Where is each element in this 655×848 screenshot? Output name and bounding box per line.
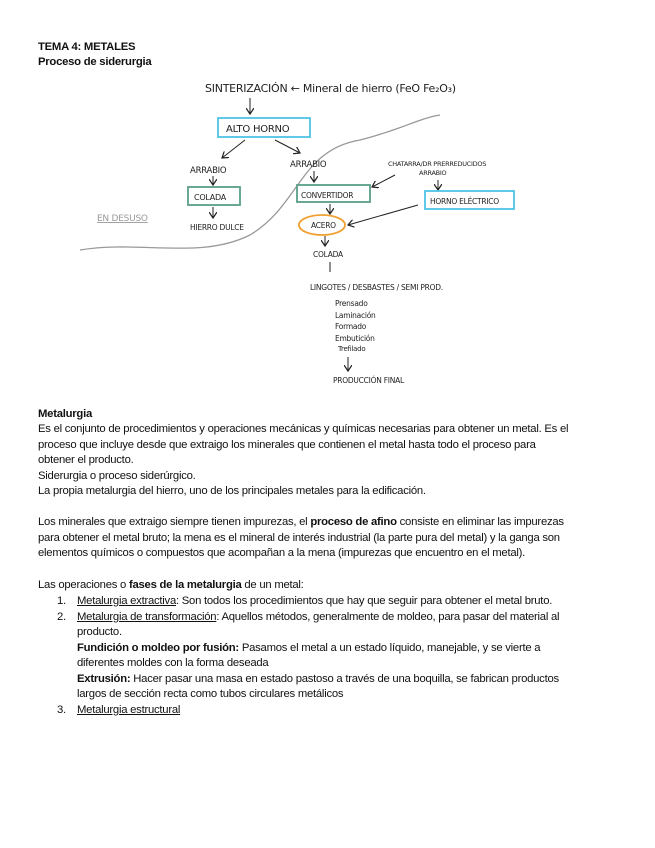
- paragraph-line: Es el conjunto de procedimientos y opera…: [38, 423, 569, 435]
- svg-text:ARRABIO: ARRABIO: [419, 169, 447, 177]
- paragraph-line: elementos químicos o compuestos que acom…: [38, 547, 526, 559]
- paragraph-line: para obtener el metal bruto; la mena es …: [38, 532, 560, 544]
- svg-text:ACERO: ACERO: [311, 221, 336, 230]
- horno-electrico-box: [424, 190, 515, 210]
- list-item-continuation: producto.: [77, 626, 122, 638]
- doc-subtitle: Proceso de siderurgia: [38, 56, 152, 68]
- svg-text:HORNO ELÉCTRICO: HORNO ELÉCTRICO: [430, 197, 499, 206]
- acero-ellipse: [298, 214, 346, 236]
- svg-text:HIERRO DULCE: HIERRO DULCE: [190, 223, 244, 232]
- paragraph-line: La propia metalurgia del hierro, uno de …: [38, 485, 426, 497]
- afino-line: Los minerales que extraigo siempre tiene…: [38, 516, 564, 528]
- metalurgia-heading: Metalurgia: [38, 408, 92, 420]
- svg-text:Prensado: Prensado: [335, 299, 368, 308]
- extrusion-line: Extrusión: Hacer pasar una masa en estad…: [77, 673, 559, 685]
- paragraph-line: obtener el producto.: [38, 454, 134, 466]
- svg-text:Embutición: Embutición: [335, 334, 375, 343]
- paragraph-line: Siderurgia o proceso siderúrgico.: [38, 470, 196, 482]
- convertidor-box: [296, 184, 371, 203]
- svg-text:Laminación: Laminación: [335, 311, 376, 320]
- svg-text:CONVERTIDOR: CONVERTIDOR: [301, 191, 353, 200]
- fundicion-line: Fundición o moldeo por fusión: Pasamos e…: [77, 642, 541, 654]
- svg-text:PRODUCCIÓN FINAL: PRODUCCIÓN FINAL: [333, 376, 405, 385]
- extrusion-line-2: largos de sección recta como tubos circu…: [77, 688, 344, 700]
- siderurgia-diagram: SINTERIZACIÓN ← Mineral de hierro (FeO F…: [79, 82, 515, 385]
- svg-text:Trefilado: Trefilado: [337, 345, 365, 353]
- svg-text:ALTO HORNO: ALTO HORNO: [226, 124, 290, 135]
- fundicion-line-2: diferentes moldes con la forma deseada: [77, 657, 269, 669]
- paragraph-line: proceso que incluye desde que extraigo l…: [38, 439, 536, 451]
- alto-horno-box: [217, 117, 311, 138]
- diagram-top-label: SINTERIZACIÓN ← Mineral de hierro (FeO F…: [205, 82, 456, 95]
- svg-text:COLADA: COLADA: [313, 250, 344, 259]
- en-desuso-label: EN DESUSO: [97, 214, 148, 224]
- separator-curve: [79, 114, 441, 251]
- svg-text:ARRABIO: ARRABIO: [190, 166, 227, 176]
- svg-text:Formado: Formado: [335, 322, 367, 331]
- svg-text:LINGOTES / DESBASTES / SEMI PR: LINGOTES / DESBASTES / SEMI PROD.: [310, 283, 443, 292]
- colada-box: [187, 186, 241, 206]
- svg-text:ARRABIO: ARRABIO: [290, 160, 327, 170]
- doc-title: TEMA 4: METALES: [38, 41, 136, 53]
- fases-intro: Las operaciones o fases de la metalurgia…: [38, 579, 304, 591]
- svg-text:CHATARRA/DR PRERREDUCIDOS: CHATARRA/DR PRERREDUCIDOS: [388, 160, 486, 168]
- svg-text:COLADA: COLADA: [194, 193, 227, 202]
